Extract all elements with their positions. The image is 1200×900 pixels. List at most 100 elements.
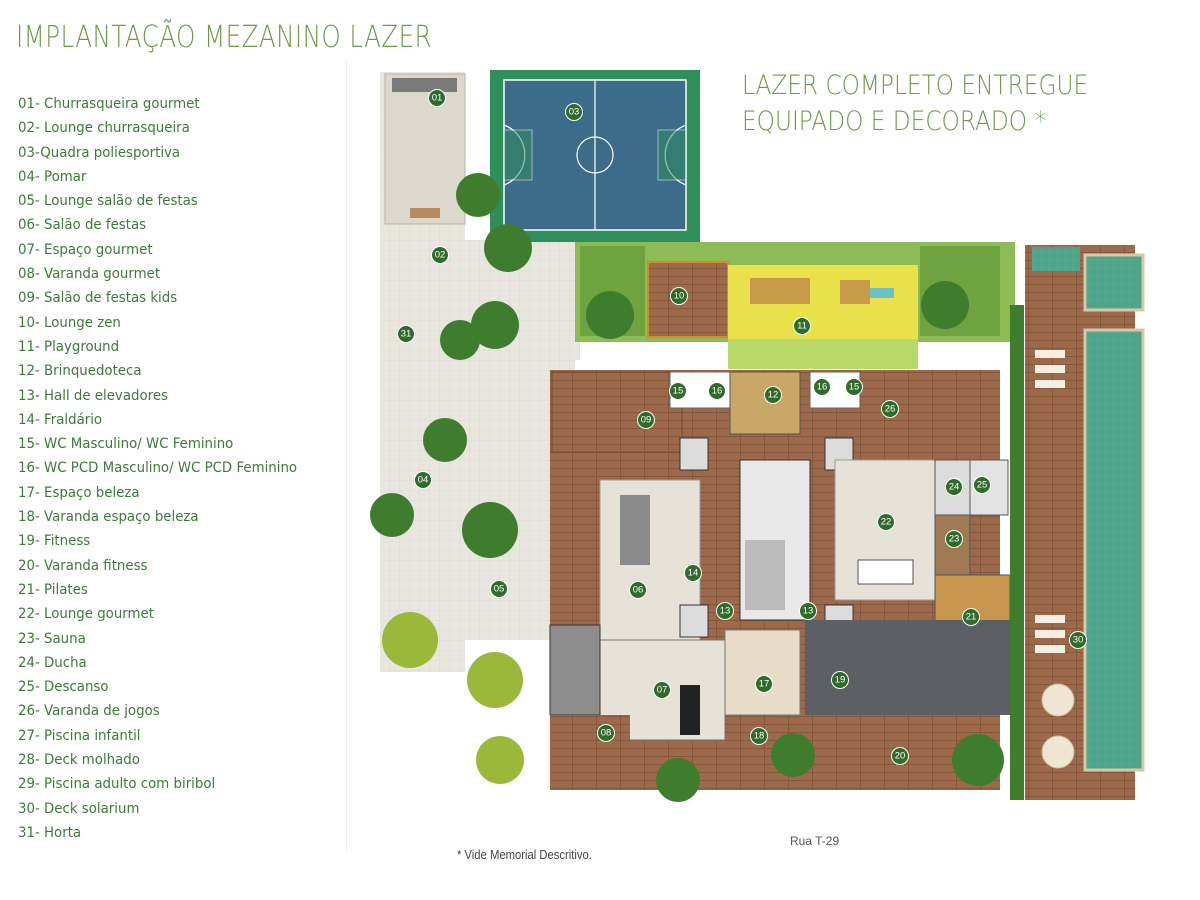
area-marker-04: 04 [414,471,432,489]
legend-item: 05- Lounge salão de festas [18,193,198,210]
area-marker-23: 23 [945,530,963,548]
area-marker-label: 11 [797,321,807,332]
legend-item: 30- Deck solarium [18,800,140,817]
legend-item: 22- Lounge gourmet [18,606,154,623]
legend-item: 26- Varanda de jogos [18,703,160,720]
legend-item: 02- Lounge churrasqueira [18,120,190,137]
legend-item: 15- WC Masculino/ WC Feminino [18,436,234,453]
legend-item: 20- Varanda fitness [18,557,148,574]
area-marker-31: 31 [397,325,415,343]
counter [680,685,700,735]
legend-item: 07- Espaço gourmet [18,241,153,258]
area-fitness [805,620,1010,715]
area-marker-label: 14 [688,568,699,579]
area-marker-label: 03 [569,107,580,118]
divider [346,60,347,850]
area-marker-label: 10 [674,291,685,302]
legend-item: 21- Pilates [18,581,88,598]
legend-item: 12- Brinquedoteca [18,363,142,380]
area-marker-12: 12 [764,386,782,404]
area-marker-label: 01 [432,93,443,104]
area-marker-label: 13 [803,606,814,617]
elevator [679,604,709,638]
sports-court [490,70,700,242]
area-marker-14: 14 [684,564,702,582]
play-structure [870,288,894,298]
area-marker-label: 16 [712,386,723,397]
area-marker-07: 07 [653,681,671,699]
legend-item: 09- Salão de festas kids [18,290,178,307]
trees [370,173,1004,802]
table [410,208,440,218]
area-marker-22: 22 [877,513,895,531]
area-marker-08: 08 [597,724,615,742]
area-marker-label: 18 [754,731,765,742]
area-marker-15: 15 [845,378,863,396]
area-marker-label: 26 [885,404,896,415]
area-marker-06: 06 [629,581,647,599]
area-marker-label: 19 [835,675,846,686]
area-varanda-beleza [725,715,775,775]
legend-item: 19- Fitness [18,533,91,550]
tagline-line: EQUIPADO E DECORADO * [742,106,1047,137]
play-structure [840,280,870,304]
pool-infantil [1083,253,1145,312]
legend-item: 10- Lounge zen [18,314,121,331]
area-marker-label: 30 [1073,635,1084,646]
legend-list: 01- Churrasqueira gourmet 02- Lounge chu… [18,96,321,849]
area-marker-03: 03 [565,103,583,121]
area-varanda-gourmet [550,715,630,775]
area-marker-label: 23 [949,534,960,545]
legend-item: 18- Varanda espaço beleza [18,509,199,526]
area-marker-label: 16 [817,382,828,393]
area-marker-label: 02 [435,250,446,261]
area-marker-13: 13 [799,602,817,620]
area-marker-05: 05 [490,580,508,598]
area-marker-label: 04 [418,475,429,486]
area-marker-24: 24 [945,478,963,496]
tagline-line: LAZER COMPLETO ENTREGUE [742,70,1089,101]
area-marker-label: 24 [949,482,960,493]
umbrellas [1041,683,1075,769]
area-brinquedoteca [729,371,801,435]
table [857,559,914,585]
area-marker-02: 02 [431,246,449,264]
table [620,495,650,565]
legend-item: 17- Espaço beleza [18,484,140,501]
area-marker-20: 20 [891,747,909,765]
tagline: LAZER COMPLETO ENTREGUE EQUIPADO E DECOR… [742,68,1088,140]
stairs [745,540,785,610]
hedge [1010,305,1024,800]
sun-loungers [1035,350,1065,653]
legend-item: 31- Horta [18,824,82,841]
area-marker-01: 01 [428,89,446,107]
legend-item: 11- Playground [18,338,120,355]
stairs [549,624,601,716]
area-marker-label: 20 [895,751,906,762]
legend-item: 04- Pomar [18,168,87,185]
area-marker-21: 21 [962,608,980,626]
area-marker-label: 07 [657,685,668,696]
area-marker-label: 15 [849,382,860,393]
legend-item: 13- Hall de elevadores [18,387,168,404]
play-structure [750,278,810,304]
area-marker-label: 13 [720,606,731,617]
page-title: IMPLANTAÇÃO MEZANINO LAZER [16,20,433,55]
area-marker-label: 15 [673,386,684,397]
area-marker-13: 13 [716,602,734,620]
area-marker-label: 09 [641,415,652,426]
area-lounge-zen [647,261,729,338]
legend-item: 29- Piscina adulto com biribol [18,776,216,793]
area-varanda-fitness [825,715,945,775]
footnote: * Vide Memorial Descritivo. [457,848,592,862]
area-marker-label: 12 [768,390,779,401]
deck-molhado [1032,247,1080,271]
area-marker-19: 19 [831,671,849,689]
street-label: Rua T-29 [790,834,840,848]
area-marker-30: 30 [1069,631,1087,649]
walkway-link [520,240,580,360]
area-marker-18: 18 [750,727,768,745]
area-espaco-beleza [724,629,801,716]
